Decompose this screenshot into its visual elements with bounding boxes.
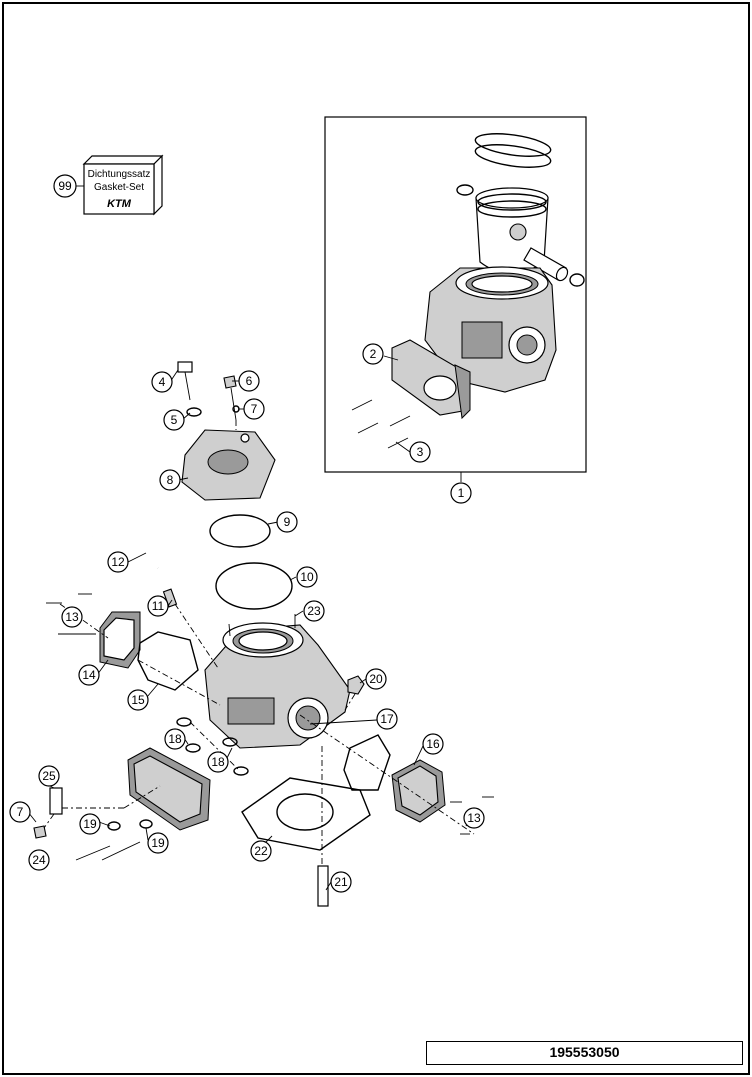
callout-15: 15 xyxy=(127,689,149,711)
svg-text:6: 6 xyxy=(246,374,253,388)
callout-4: 4 xyxy=(151,371,173,393)
callout-22: 22 xyxy=(250,840,272,862)
callout-3: 3 xyxy=(409,441,431,463)
bolts-13-right xyxy=(450,796,494,835)
clip-24 xyxy=(33,825,47,839)
svg-text:20: 20 xyxy=(369,672,383,686)
svg-text:15: 15 xyxy=(131,693,145,707)
callout-18-upper: 18 xyxy=(164,728,186,750)
svg-text:9: 9 xyxy=(284,515,291,529)
nut-20 xyxy=(347,675,365,695)
callout-2: 2 xyxy=(362,343,384,365)
svg-text:99: 99 xyxy=(58,179,72,193)
bolts-13-left xyxy=(46,593,96,635)
piston-rings xyxy=(474,133,552,168)
callout-13-right: 13 xyxy=(463,807,485,829)
gasket-set-label-en: Gasket-Set xyxy=(94,182,144,193)
o-ring-10 xyxy=(215,562,293,610)
svg-text:13: 13 xyxy=(65,610,79,624)
svg-text:22: 22 xyxy=(254,844,268,858)
svg-text:19: 19 xyxy=(151,836,165,850)
callout-12: 12 xyxy=(107,551,129,573)
svg-text:17: 17 xyxy=(380,712,394,726)
exhaust-flange xyxy=(391,339,471,420)
head-nut xyxy=(223,375,237,421)
pin-25 xyxy=(49,787,63,815)
callout-10: 10 xyxy=(296,566,318,588)
callout-7: 7 xyxy=(243,398,265,420)
svg-text:14: 14 xyxy=(82,668,96,682)
callout-13-left: 13 xyxy=(61,606,83,628)
bolts-19 xyxy=(75,819,153,861)
svg-text:11: 11 xyxy=(152,599,165,613)
head-bolt xyxy=(177,361,193,401)
callout-6: 6 xyxy=(238,370,260,392)
callout-99: 99 xyxy=(53,174,77,198)
callout-24: 24 xyxy=(28,849,50,871)
left-gasket xyxy=(137,631,199,691)
svg-text:12: 12 xyxy=(111,555,125,569)
callout-20: 20 xyxy=(365,668,387,690)
callout-11: 11 xyxy=(147,595,169,617)
callout-5: 5 xyxy=(163,409,185,431)
svg-text:16: 16 xyxy=(426,737,440,751)
svg-text:21: 21 xyxy=(334,875,348,889)
svg-text:19: 19 xyxy=(83,817,97,831)
exhaust-control-housing xyxy=(127,747,211,831)
svg-text:4: 4 xyxy=(159,375,166,389)
callout-1: 1 xyxy=(450,482,472,504)
svg-text:5: 5 xyxy=(171,413,178,427)
callout-16: 16 xyxy=(422,733,444,755)
document-number: 195553050 xyxy=(426,1041,743,1065)
svg-text:23: 23 xyxy=(307,604,321,618)
svg-text:8: 8 xyxy=(167,473,174,487)
callout-9: 9 xyxy=(276,511,298,533)
callout-18-lower: 18 xyxy=(207,751,229,773)
right-cover xyxy=(391,759,446,823)
circlips xyxy=(456,184,585,287)
callout-14: 14 xyxy=(78,664,100,686)
callout-8: 8 xyxy=(159,469,181,491)
piston-pin xyxy=(523,247,569,282)
svg-text:13: 13 xyxy=(467,811,481,825)
svg-text:7: 7 xyxy=(251,402,258,416)
svg-text:3: 3 xyxy=(417,445,424,459)
gasket-set-label-de: Dichtungssatz xyxy=(88,169,151,180)
callout-21: 21 xyxy=(330,871,352,893)
callout-7-lower: 7 xyxy=(9,801,31,823)
o-ring-9 xyxy=(209,514,271,548)
washer xyxy=(186,407,202,417)
svg-text:2: 2 xyxy=(370,347,377,361)
svg-text:24: 24 xyxy=(32,853,46,867)
gasket-set-brand-logo: KTM xyxy=(107,198,132,210)
cylinder-kit-box xyxy=(324,116,587,473)
base-gasket xyxy=(241,777,371,851)
cylinder xyxy=(204,622,351,749)
svg-text:25: 25 xyxy=(42,769,56,783)
svg-text:18: 18 xyxy=(168,732,182,746)
cylinder-head xyxy=(181,429,276,501)
callout-25: 25 xyxy=(38,765,60,787)
callout-19-right: 19 xyxy=(147,832,169,854)
o-rings-18 xyxy=(176,717,249,776)
callout-17: 17 xyxy=(376,708,398,730)
cylinder-kit xyxy=(424,266,557,393)
right-gasket xyxy=(343,734,391,791)
dowel-pin xyxy=(317,865,329,907)
svg-text:10: 10 xyxy=(300,570,314,584)
svg-text:1: 1 xyxy=(458,486,465,500)
callout-19-left: 19 xyxy=(79,813,101,835)
left-cover xyxy=(99,611,141,669)
svg-text:7: 7 xyxy=(17,805,24,819)
callout-23: 23 xyxy=(303,600,325,622)
flange-bolts xyxy=(351,399,411,449)
svg-text:18: 18 xyxy=(211,755,225,769)
gasket-set-box xyxy=(82,154,164,216)
